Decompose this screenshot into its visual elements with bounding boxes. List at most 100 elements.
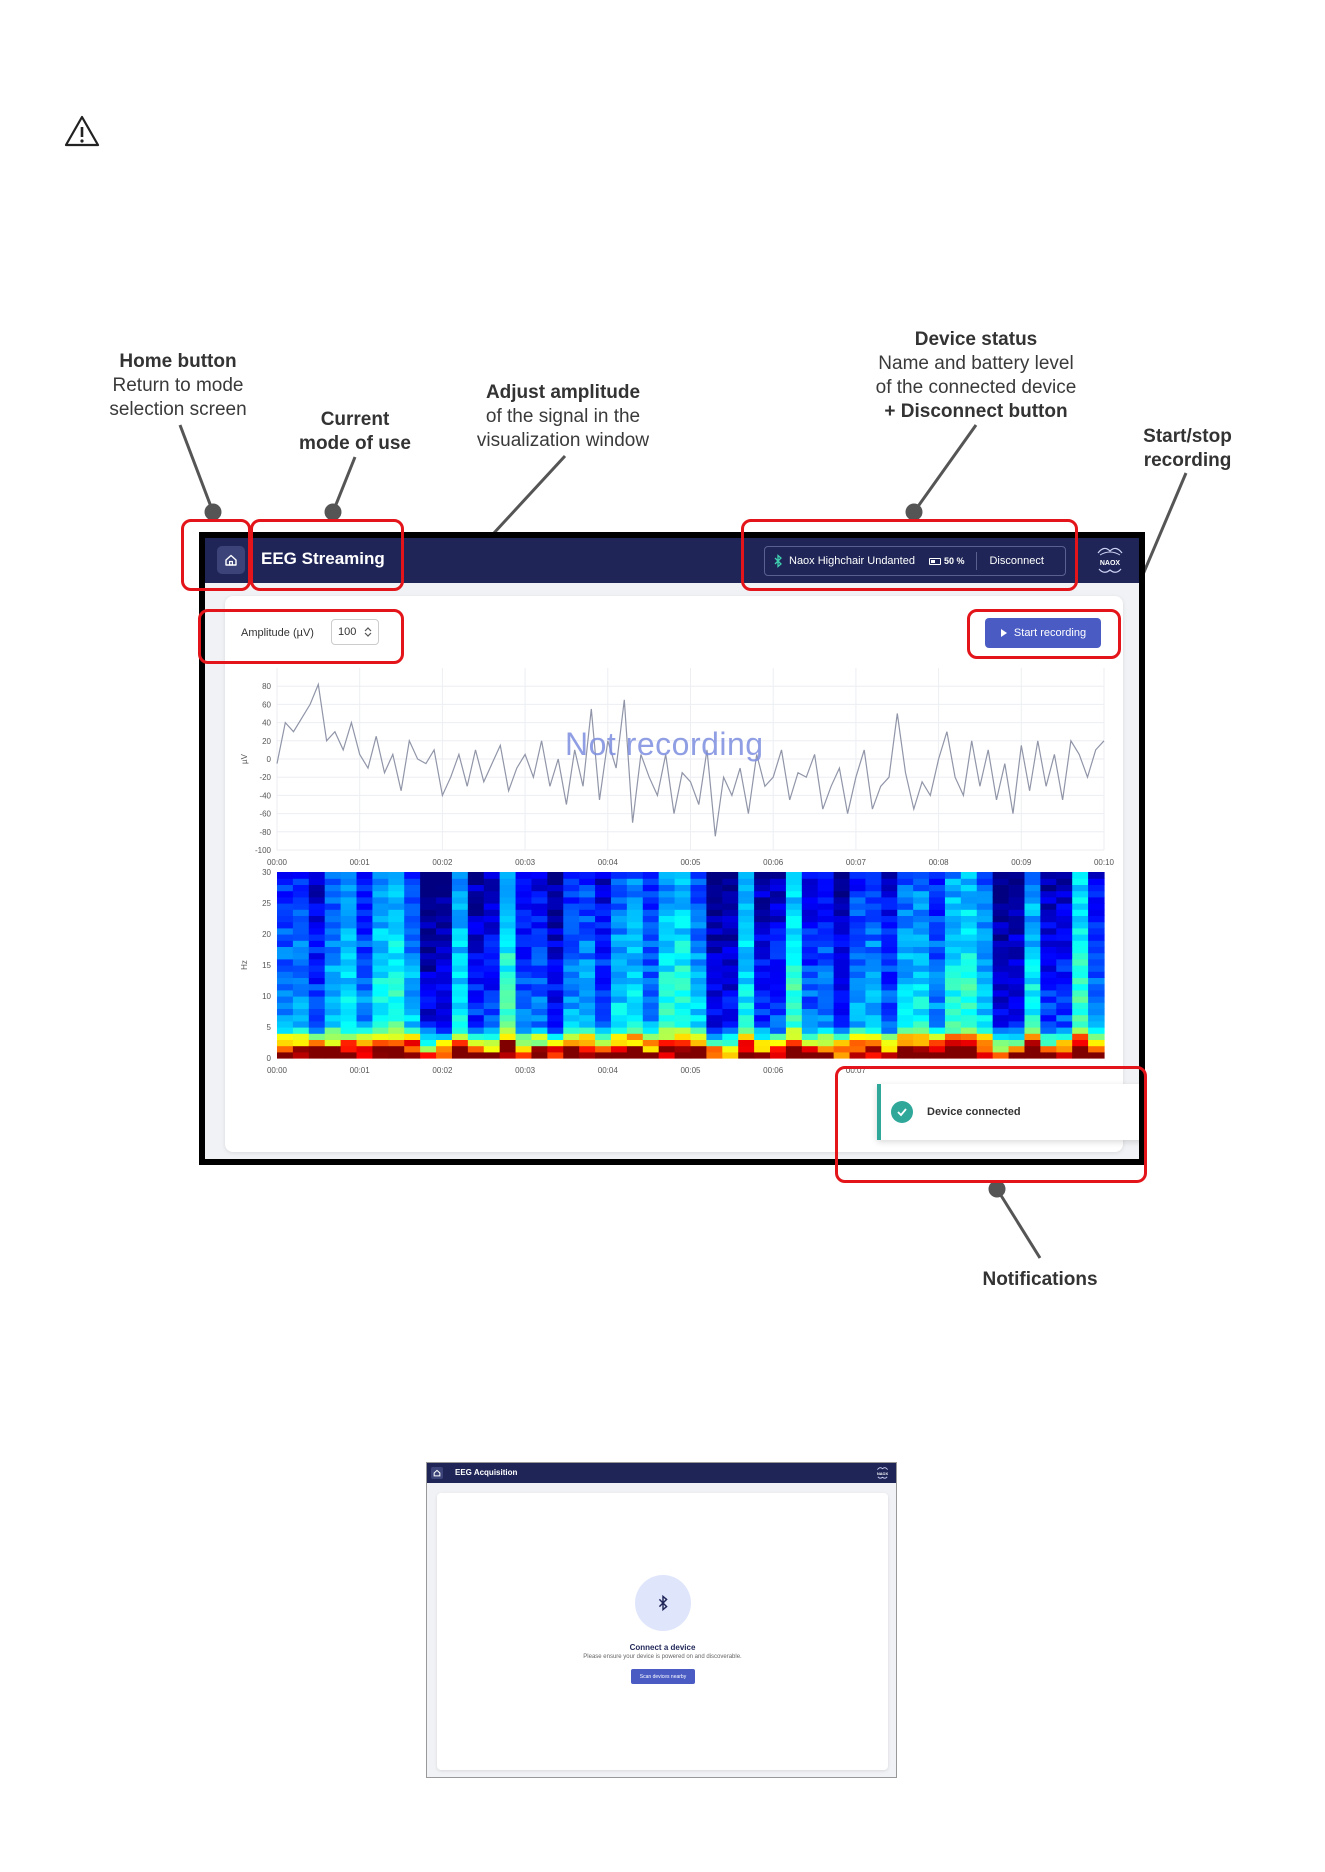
heatmap-cell (340, 971, 358, 978)
heatmap-cell (849, 989, 867, 997)
heatmap-cell (913, 1008, 930, 1016)
heatmap-cell (340, 872, 358, 879)
notification-toast[interactable]: Device connected (877, 1084, 1139, 1140)
heatmap-cell (770, 989, 787, 997)
home-button[interactable] (431, 1467, 443, 1479)
heatmap-cell (833, 946, 851, 954)
heatmap-cell (563, 934, 580, 941)
heatmap-cell (929, 1033, 946, 1040)
heatmap-cell (610, 983, 628, 991)
stepper-arrows-icon[interactable] (364, 626, 372, 638)
heatmap-cell (770, 1045, 787, 1053)
heatmap-cell (770, 921, 787, 929)
heatmap-cell (897, 1020, 914, 1028)
heatmap-cell (499, 1045, 517, 1053)
heatmap-cell (308, 1027, 326, 1034)
heatmap-cell (865, 884, 882, 892)
heatmap-cell (817, 977, 835, 985)
heatmap-cell (308, 1033, 326, 1040)
heatmap-cell (356, 909, 374, 916)
heatmap-cell (610, 903, 628, 910)
heatmap-cell (642, 1020, 660, 1028)
heatmap-cell (817, 971, 835, 978)
heatmap-cell (674, 921, 692, 929)
heatmap-cell (436, 896, 453, 904)
heatmap-cell (372, 958, 389, 966)
heatmap-cell (1024, 921, 1041, 929)
heatmap-cell (531, 890, 548, 898)
heatmap-cell (722, 946, 739, 954)
heatmap-cell (706, 927, 723, 935)
heatmap-cell (897, 909, 914, 916)
amplitude-stepper[interactable]: 100 (331, 619, 379, 645)
heatmap-cell (451, 965, 469, 972)
heatmap-cell (292, 872, 310, 879)
heatmap-cell (436, 1014, 453, 1022)
heatmap-cell (436, 1008, 453, 1016)
heatmap-cell (690, 890, 707, 898)
heatmap-cell (579, 1008, 596, 1016)
callout-home-button: Home button Return to mode selection scr… (98, 350, 258, 422)
heatmap-cell (579, 921, 596, 929)
heatmap-cell (1056, 1051, 1073, 1059)
heatmap-cell (674, 1002, 692, 1009)
heatmap-cell (483, 915, 501, 923)
heatmap-cell (595, 878, 612, 885)
heatmap-cell (547, 909, 564, 916)
heatmap-cell (801, 958, 819, 966)
heatmap-cell (277, 1027, 294, 1034)
heatmap-cell (976, 1027, 994, 1034)
heatmap-cell (1024, 1002, 1041, 1009)
heatmap-cell (340, 1051, 358, 1059)
heatmap-cell (642, 1027, 660, 1034)
y-tick-label: -100 (255, 846, 272, 855)
heatmap-cell (1056, 915, 1073, 923)
heatmap-cell (563, 965, 580, 972)
heatmap-cell (277, 1039, 294, 1047)
heatmap-cell (929, 977, 946, 985)
heatmap-cell (674, 872, 692, 879)
heatmap-cell (1072, 909, 1089, 916)
start-recording-button[interactable]: Start recording (985, 618, 1101, 648)
heatmap-cell (929, 903, 946, 910)
heatmap-cell (1008, 983, 1026, 991)
heatmap-cell (451, 1045, 469, 1053)
heatmap-cell (292, 1027, 310, 1034)
heatmap-cell (547, 989, 564, 997)
heatmap-cell (467, 946, 485, 954)
heatmap-cell (547, 952, 564, 960)
scan-devices-button[interactable]: Scan devices nearby (631, 1669, 695, 1684)
callout-title: Start/stop (1143, 426, 1232, 447)
heatmap-cell (849, 946, 867, 954)
heatmap-cell (595, 1002, 612, 1009)
heatmap-cell (770, 940, 787, 947)
heatmap-cell (308, 890, 326, 898)
heatmap-cell (372, 884, 389, 892)
heatmap-cell (292, 1020, 310, 1028)
heatmap-cell (340, 958, 358, 966)
heatmap-cell (292, 884, 310, 892)
heatmap-cell (801, 1014, 819, 1022)
heatmap-cell (467, 915, 485, 923)
heatmap-cell (722, 1051, 739, 1059)
heatmap-cell (483, 878, 501, 885)
heatmap-cell (515, 872, 533, 879)
heatmap-cell (658, 909, 676, 916)
heatmap-cell (483, 1045, 501, 1053)
heatmap-cell (770, 909, 787, 916)
heatmap-cell (690, 1033, 707, 1040)
disconnect-button[interactable]: Disconnect (989, 555, 1044, 567)
heatmap-cell (579, 1002, 596, 1009)
heatmap-cell (324, 909, 342, 916)
heatmap-cell (960, 896, 978, 904)
heatmap-cell (929, 946, 946, 954)
heatmap-cell (722, 965, 739, 972)
heatmap-cell (738, 1014, 755, 1022)
heatmap-cell (1040, 927, 1057, 935)
home-button[interactable] (217, 546, 245, 574)
heatmap-cell (833, 890, 851, 898)
heatmap-cell (467, 965, 485, 972)
heatmap-cell (770, 1002, 787, 1009)
heatmap-cell (960, 872, 978, 879)
heatmap-cell (785, 890, 803, 898)
